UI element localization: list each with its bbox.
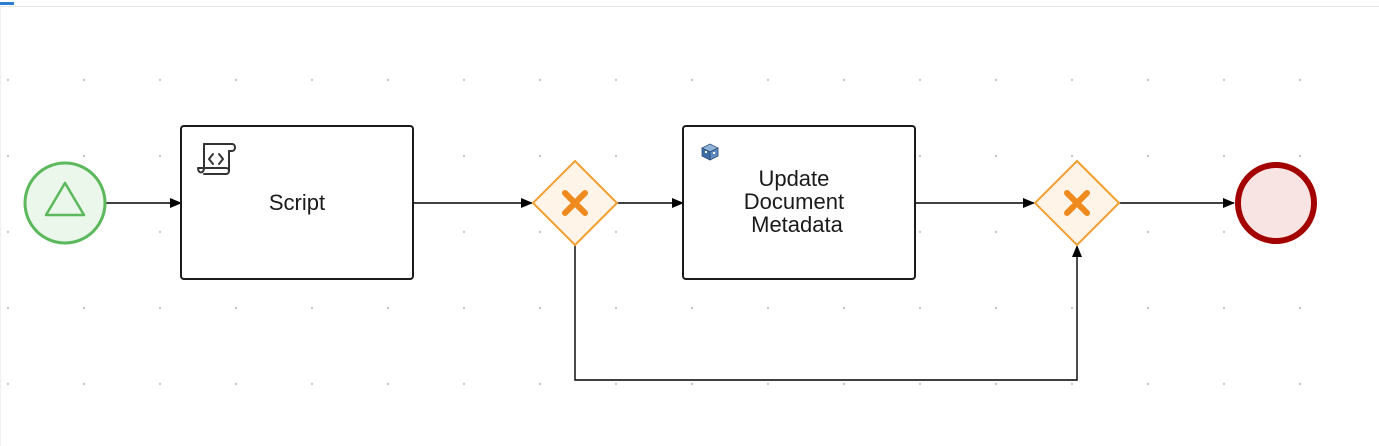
grid-dot	[1070, 382, 1074, 386]
grid-dot	[82, 78, 86, 82]
grid-dot	[6, 382, 10, 386]
grid-dot	[82, 306, 86, 310]
flow-bypass[interactable]	[574, 244, 1082, 381]
grid-dot	[158, 230, 162, 234]
grid-dot	[766, 306, 770, 310]
grid-dot	[1222, 78, 1226, 82]
canvas-left-border	[0, 7, 1, 446]
grid-dot	[462, 230, 466, 234]
grid-dot	[842, 382, 846, 386]
grid-dot	[310, 306, 314, 310]
grid-dot	[538, 306, 542, 310]
grid-dot	[158, 78, 162, 82]
grid-dot	[1070, 78, 1074, 82]
grid-dot	[614, 382, 618, 386]
grid-dot	[994, 230, 998, 234]
grid-dot	[918, 78, 922, 82]
grid-dot	[6, 154, 10, 158]
grid-dot	[1222, 382, 1226, 386]
grid-dot	[614, 154, 618, 158]
grid-dot	[994, 306, 998, 310]
grid-dot	[1298, 306, 1302, 310]
start-event[interactable]	[23, 161, 107, 245]
grid-dot	[386, 78, 390, 82]
grid-dot	[1298, 382, 1302, 386]
grid-dot	[1298, 78, 1302, 82]
grid-dot	[6, 306, 10, 310]
grid-dot	[158, 306, 162, 310]
grid-dot	[766, 78, 770, 82]
grid-dot	[994, 382, 998, 386]
canvas-top-border	[0, 6, 1379, 7]
grid-dot	[614, 78, 618, 82]
grid-dots	[6, 78, 1302, 386]
grid-dot	[6, 78, 10, 82]
grid-dot	[538, 382, 542, 386]
grid-dot	[6, 230, 10, 234]
grid-dot	[842, 78, 846, 82]
grid-dot	[994, 78, 998, 82]
grid-dot	[1146, 382, 1150, 386]
grid-dot	[690, 382, 694, 386]
grid-dot	[538, 154, 542, 158]
grid-dot	[1146, 154, 1150, 158]
script-task-label: Script	[269, 190, 325, 215]
exclusive-x-icon	[562, 190, 588, 216]
update-task-label: Update Document Metadata	[744, 166, 850, 237]
grid-dot	[1298, 154, 1302, 158]
grid-dot	[842, 306, 846, 310]
grid-dot	[1146, 230, 1150, 234]
grid-dot	[158, 154, 162, 158]
grid-dot	[234, 306, 238, 310]
grid-dot	[918, 230, 922, 234]
grid-dot	[1222, 230, 1226, 234]
end-event[interactable]	[1235, 162, 1317, 244]
grid-dot	[918, 306, 922, 310]
grid-dot	[1070, 306, 1074, 310]
update-task-label-line-3: Metadata	[751, 212, 843, 237]
grid-dot	[538, 230, 542, 234]
grid-dot	[158, 382, 162, 386]
grid-dot	[234, 78, 238, 82]
update-document-metadata-task[interactable]: Update Document Metadata	[682, 125, 916, 280]
update-task-label-line-1: Update	[758, 166, 829, 191]
grid-dot	[310, 382, 314, 386]
grid-dot	[690, 78, 694, 82]
update-task-label-line-2: Document	[744, 189, 844, 214]
script-scroll-icon	[197, 143, 236, 175]
grid-dot	[1146, 78, 1150, 82]
grid-dot	[690, 306, 694, 310]
grid-dot	[462, 154, 466, 158]
corner-indicator	[0, 2, 14, 5]
grid-dot	[1070, 154, 1074, 158]
grid-dot	[994, 154, 998, 158]
sequence-flows	[106, 198, 1235, 381]
grid-dot	[1146, 306, 1150, 310]
signal-triangle-icon	[44, 181, 86, 217]
grid-dot	[614, 230, 618, 234]
grid-dot	[1222, 306, 1226, 310]
grid-dot	[766, 382, 770, 386]
grid-dot	[386, 306, 390, 310]
script-task[interactable]: Script	[180, 125, 414, 280]
exclusive-gateway-split[interactable]	[531, 159, 619, 247]
grid-dot	[918, 382, 922, 386]
grid-dot	[614, 306, 618, 310]
exclusive-x-icon	[1064, 190, 1090, 216]
grid-dot	[538, 78, 542, 82]
grid-dot	[462, 382, 466, 386]
grid-dot	[462, 306, 466, 310]
grid-dot	[1222, 154, 1226, 158]
grid-dot	[462, 78, 466, 82]
grid-dot	[386, 382, 390, 386]
exclusive-gateway-join[interactable]	[1033, 159, 1121, 247]
grid-dot	[82, 382, 86, 386]
grid-dot	[82, 154, 86, 158]
grid-dot	[918, 154, 922, 158]
grid-dot	[234, 382, 238, 386]
grid-dot	[310, 78, 314, 82]
service-cube-icon	[701, 143, 719, 161]
